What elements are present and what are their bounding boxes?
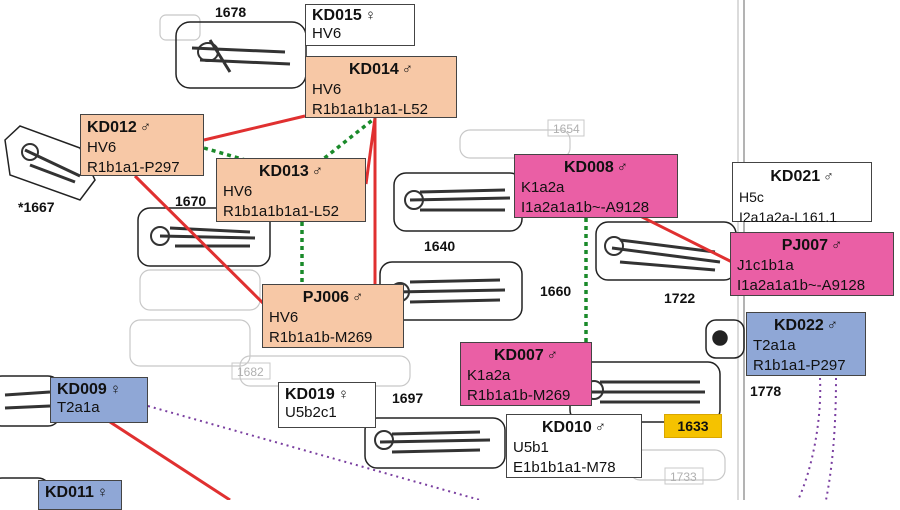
plan-label-1682: 1682 [237, 365, 264, 379]
highlight-year-badge: 1633 [664, 414, 722, 438]
y-haplogroup: R1b1a1b-M269 [467, 387, 571, 404]
individual-id: KD007 [493, 347, 544, 364]
individual-kd019[interactable]: KD019♀ U5b2c1 [278, 382, 376, 428]
grave-year-1640: 1640 [424, 238, 456, 254]
female-symbol: ♀ [96, 484, 109, 501]
mt-haplogroup: HV6 [312, 81, 342, 98]
grave-1633 [569, 361, 721, 423]
mt-haplogroup: U5b2c1 [285, 404, 337, 421]
individual-id: KD008 [563, 159, 614, 176]
individual-id: KD012 [87, 119, 137, 136]
plan-label-1654: 1654 [553, 122, 580, 136]
individual-id: PJ007 [781, 237, 828, 254]
male-symbol: ♂ [826, 317, 839, 334]
individual-kd013[interactable]: KD013♂ HV6 R1b1a1b1a1-L52 [216, 158, 366, 222]
plan-label-1733: 1733 [670, 470, 697, 484]
grave-year-1697: 1697 [392, 390, 424, 406]
grave-year-1660: 1660 [540, 283, 572, 299]
individual-id: KD014 [348, 61, 399, 78]
grave-1722 [595, 221, 737, 281]
link-kd013-kd014-mt [310, 116, 377, 170]
y-haplogroup: R1b1a1b-M269 [269, 329, 373, 346]
mt-haplogroup: H5c [739, 189, 764, 205]
mt-haplogroup: HV6 [223, 183, 253, 200]
y-haplogroup: R1b1a1-P297 [87, 159, 180, 176]
individual-id: KD013 [258, 163, 309, 180]
individual-id: KD022 [773, 317, 824, 334]
individual-id: KD021 [770, 168, 821, 185]
individual-kd022[interactable]: KD022♂ T2a1a R1b1a1-P297 [746, 312, 866, 376]
individual-id: KD019 [285, 386, 335, 403]
male-symbol: ♂ [823, 168, 834, 184]
individual-kd008[interactable]: KD008♂ K1a2a I1a2a1a1b~-A9128 [514, 154, 678, 218]
y-haplogroup: I2a1a2a-L161.1 [739, 209, 838, 225]
individual-kd010[interactable]: KD010♂ U5b1 E1b1b1a1-M78 [506, 414, 642, 478]
grave-1697 [364, 417, 506, 469]
mt-haplogroup: U5b1 [513, 439, 549, 456]
individual-id: KD011 [45, 484, 94, 501]
link-kd012-pj006 [133, 174, 282, 322]
link-kd022-down-1 [797, 377, 822, 500]
individual-id: PJ006 [302, 289, 349, 306]
faint-plan-labels: 1654 1682 1733 [231, 119, 704, 485]
female-symbol: ♀ [337, 386, 350, 403]
grave-1778 [705, 319, 745, 359]
grave-1660 [379, 261, 523, 321]
male-symbol: ♂ [401, 61, 414, 78]
individual-kd012[interactable]: KD012♂ HV6 R1b1a1-P297 [80, 114, 204, 176]
mt-haplogroup: HV6 [87, 139, 117, 156]
y-haplogroup: R1b1a1b1a1-L52 [312, 101, 428, 118]
mt-haplogroup: T2a1a [753, 337, 796, 354]
individual-kd011[interactable]: KD011♀ [38, 480, 122, 510]
male-symbol: ♂ [139, 119, 152, 136]
male-symbol: ♂ [594, 419, 607, 436]
female-symbol: ♀ [364, 7, 377, 24]
individual-id: KD009 [57, 381, 107, 398]
y-haplogroup: R1b1a1b1a1-L52 [223, 203, 339, 220]
mt-haplogroup: HV6 [312, 25, 342, 42]
individual-kd009[interactable]: KD009♀ T2a1a [50, 377, 148, 423]
mt-haplogroup: J1c1b1a [737, 257, 794, 274]
mt-haplogroup: K1a2a [521, 179, 565, 196]
male-symbol: ♂ [831, 237, 843, 254]
y-haplogroup: E1b1b1a1-M78 [513, 459, 616, 476]
mt-haplogroup: T2a1a [57, 399, 100, 416]
male-symbol: ♂ [352, 289, 364, 306]
grave-1640 [393, 172, 523, 232]
y-haplogroup: R1b1a1-P297 [753, 357, 846, 374]
grave-year-1670: 1670 [175, 193, 207, 209]
grave-year-1722: 1722 [664, 290, 696, 306]
graves [0, 21, 745, 500]
link-kd009-kd011 [109, 420, 231, 500]
male-symbol: ♂ [546, 347, 559, 364]
grave-1670 [137, 207, 271, 267]
individual-kd014[interactable]: KD014♂ HV6 R1b1a1b1a1-L52 [305, 56, 457, 118]
grave-year-1667: *1667 [18, 199, 55, 215]
individual-id: KD010 [541, 419, 592, 436]
link-kd012-kd014 [203, 114, 306, 142]
male-symbol: ♂ [616, 159, 629, 176]
grave-1678 [175, 21, 307, 89]
y-haplogroup: I1a2a1a1b~-A9128 [521, 199, 650, 216]
grave-year-1778: 1778 [750, 383, 782, 399]
male-symbol: ♂ [311, 163, 324, 180]
individual-kd021[interactable]: KD021♂ H5c I2a1a2a-L161.1 [732, 162, 872, 225]
mt-haplogroup: HV6 [269, 309, 299, 326]
individual-pj007[interactable]: PJ007♂ J1c1b1a I1a2a1a1b~-A9128 [730, 232, 894, 296]
female-symbol: ♀ [109, 381, 122, 398]
y-haplogroup: I1a2a1a1b~-A9128 [737, 277, 866, 294]
individual-kd015[interactable]: KD015♀ HV6 [305, 4, 415, 46]
individual-id: KD015 [312, 7, 362, 24]
link-kd022-down-2 [825, 377, 837, 500]
grave-year-1678: 1678 [215, 4, 247, 20]
individual-pj006[interactable]: PJ006♂ HV6 R1b1a1b-M269 [262, 284, 404, 348]
individual-kd007[interactable]: KD007♂ K1a2a R1b1a1b-M269 [460, 342, 592, 406]
mt-haplogroup: K1a2a [467, 367, 511, 384]
grave-1667 [4, 125, 96, 201]
